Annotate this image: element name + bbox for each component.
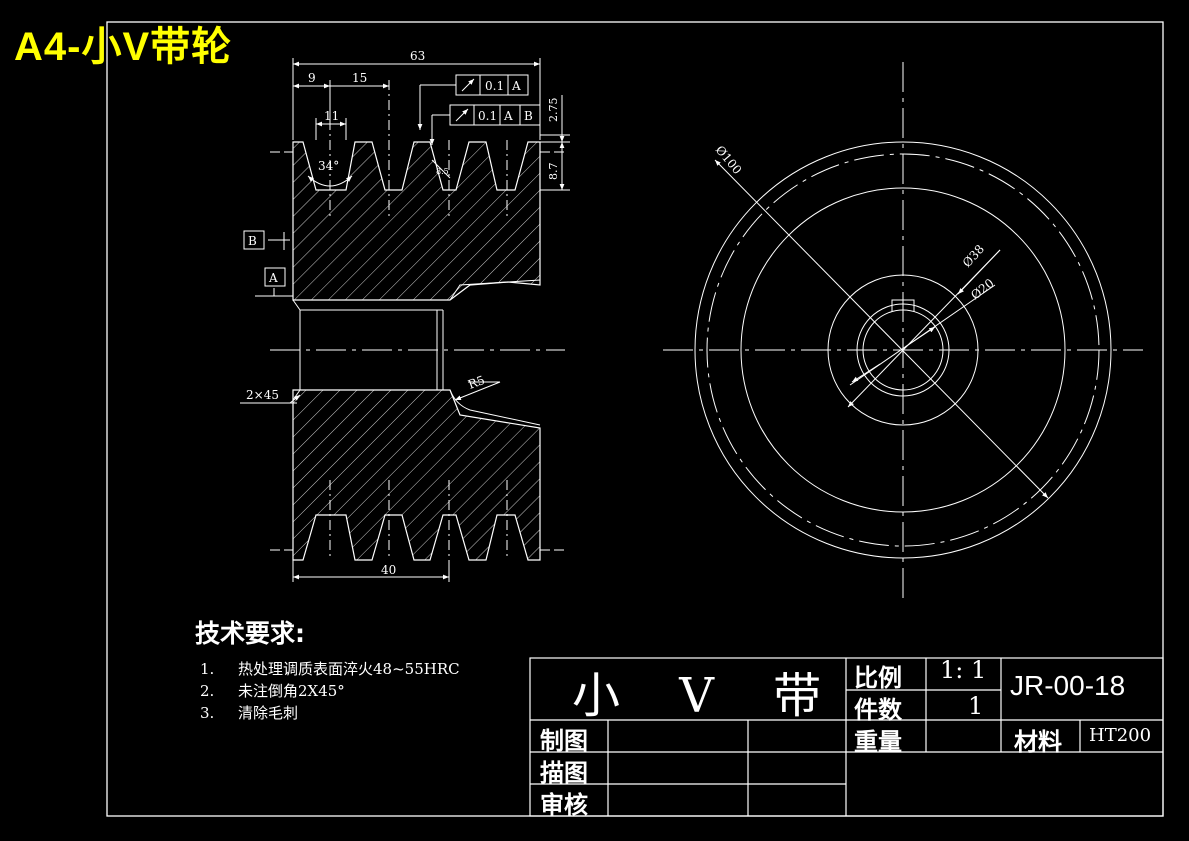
datum-b-box (243, 230, 265, 250)
tech-requirements-title: 技术要求: (195, 619, 305, 648)
dim-r5: R5 (466, 373, 486, 392)
drawing-number: JR-00-18 (1010, 670, 1126, 701)
qty-value: 1 (968, 692, 984, 720)
checked-label: 审核 (540, 791, 588, 819)
tolerance-2-datum-a: A (503, 109, 513, 123)
drawn-label: 制图 (540, 727, 588, 755)
sheet-headline: A4-小V带轮 (14, 25, 233, 69)
section-view (240, 58, 570, 582)
part-name: 小 V 带 (572, 668, 844, 724)
traced-label: 描图 (540, 759, 588, 787)
tolerance-2-value: 0.1 (478, 109, 497, 123)
lower-section-hatch (292, 389, 541, 561)
tolerance-1-datum: A (511, 79, 521, 93)
material-value: HT200 (1089, 725, 1152, 746)
front-view (663, 62, 1143, 598)
dim-dia-38: Ø38 (960, 242, 987, 270)
dim-15: 15 (352, 71, 367, 85)
dim-dia-100: Ø100 (713, 143, 745, 177)
ratio-value: 1: 1 (940, 656, 987, 684)
tolerance-1-value: 0.1 (485, 79, 504, 93)
tolerance-frame-1 (455, 74, 529, 96)
tech-item-1: 1.热处理调质表面淬火48~55HRC (200, 660, 460, 678)
dim-8-7: 8.7 (547, 163, 560, 181)
tech-item-3: 3.清除毛刺 (200, 704, 299, 722)
dim-2-75: 2.75 (547, 98, 560, 123)
tolerance-2-datum-b: B (524, 109, 533, 123)
dim-8-5: 8.5 (436, 167, 449, 176)
title-block-grid (529, 657, 1164, 817)
ratio-label: 比例 (854, 664, 902, 692)
tolerance-frame-2 (449, 104, 541, 126)
dim-chamfer: 2×45 (246, 388, 279, 402)
dim-9: 9 (308, 71, 316, 85)
datum-a-label: A (268, 271, 278, 285)
weight-label: 重量 (854, 728, 902, 756)
datum-a-box (264, 267, 286, 287)
datum-b-label: B (248, 234, 257, 248)
dim-63: 63 (410, 49, 425, 63)
tech-item-2: 2.未注倒角2X45° (200, 682, 345, 700)
dim-dia-20: Ø20 (968, 276, 996, 302)
dim-11: 11 (324, 109, 339, 123)
qty-label: 件数 (854, 696, 902, 724)
dim-40: 40 (381, 563, 396, 577)
dim-angle-34: 34° (318, 159, 339, 173)
material-label: 材料 (1014, 728, 1062, 756)
